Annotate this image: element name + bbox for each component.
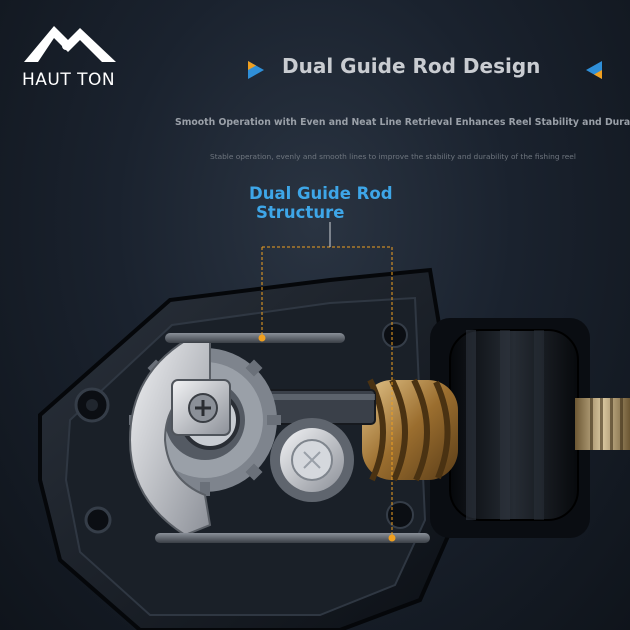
title-row: Dual Guide Rod Design (245, 52, 615, 86)
threaded-shaft (575, 398, 630, 450)
callout-line1: Dual Guide Rod (249, 184, 393, 203)
callout-line2: Structure (256, 203, 345, 222)
drive-gear (270, 418, 354, 502)
triangle-right-icon (248, 61, 264, 79)
brand-name: HAUT TON (22, 70, 116, 90)
haut-ton-logo-icon (24, 26, 116, 62)
triangle-left-icon (586, 61, 602, 79)
callout-dot-upper (258, 334, 266, 342)
callout-lines (261, 246, 393, 538)
lower-guide-rod (155, 533, 430, 543)
callout-label: Dual Guide Rod Structure (249, 184, 393, 222)
subtitle: Smooth Operation with Even and Neat Line… (175, 117, 630, 128)
slider-block (171, 379, 231, 436)
worm-gear (362, 378, 458, 482)
subtitle-small: Stable operation, evenly and smooth line… (210, 152, 576, 161)
callout-dot-lower (388, 534, 396, 542)
page-title: Dual Guide Rod Design (282, 54, 541, 78)
upper-guide-rod (165, 333, 345, 343)
